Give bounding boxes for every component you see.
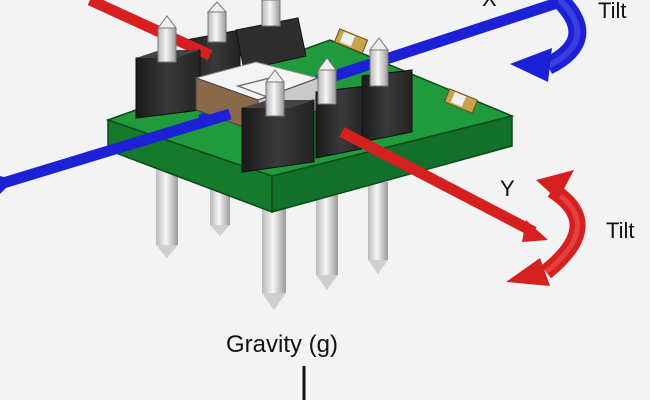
pin — [316, 195, 338, 290]
tilt-y-curved-arrow-icon — [506, 170, 586, 286]
tilt-label-right: Tilt — [606, 218, 635, 243]
pin — [368, 182, 388, 274]
smd-capacitor — [333, 28, 369, 54]
x-axis-front — [0, 108, 232, 190]
tilt-x-curved-arrow-icon — [510, 0, 587, 82]
y-axis-arrowhead — [522, 220, 548, 242]
header-block-front-left — [241, 69, 315, 173]
pin — [262, 205, 286, 310]
header-block-front-right — [361, 37, 413, 143]
gravity-label: Gravity (g) — [226, 331, 338, 358]
bottom-pins — [156, 165, 388, 310]
y-axis-rear — [87, 0, 213, 60]
y-axis-label: Y — [500, 176, 515, 201]
header-pin-back — [206, 0, 281, 43]
tilt-label-top: Tilt — [598, 0, 627, 23]
smd-capacitor — [443, 88, 479, 114]
y-axis-front — [339, 127, 537, 237]
pin — [156, 165, 178, 258]
x-axis-label: X — [482, 0, 497, 11]
x-axis-arrowhead-left — [0, 176, 14, 194]
